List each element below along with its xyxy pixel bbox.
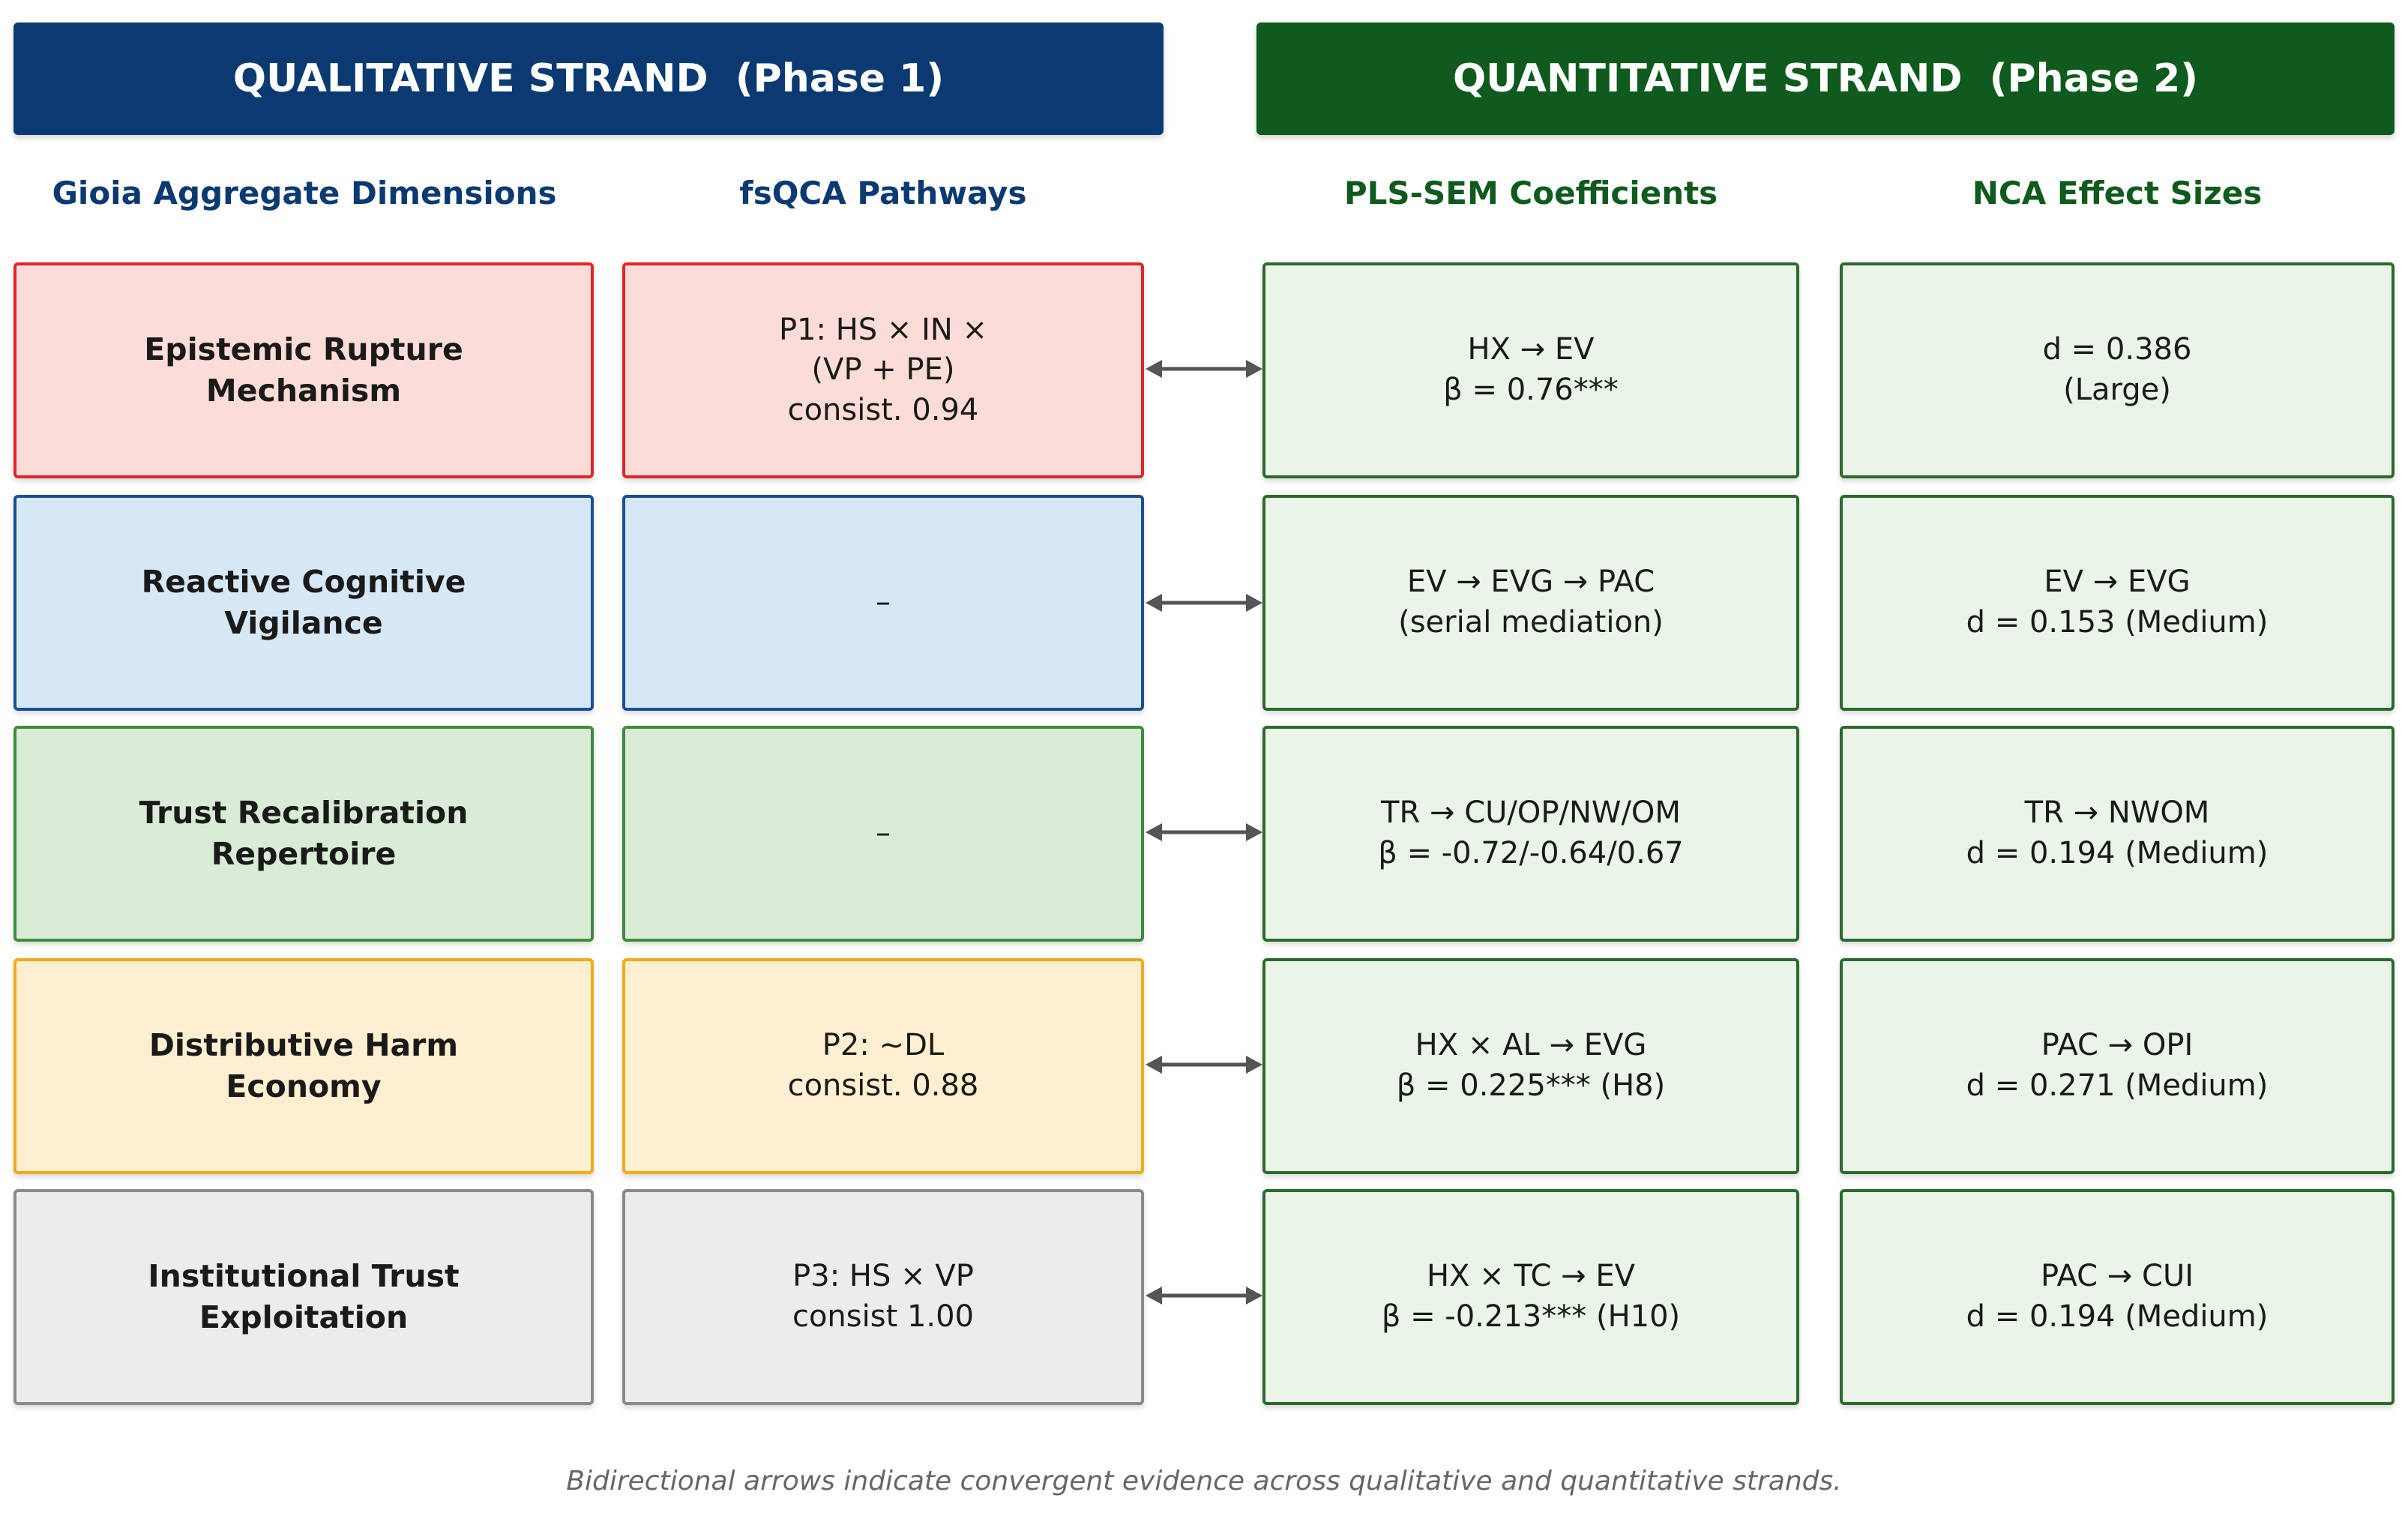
bidirectional-arrow-row-2 (1146, 594, 1262, 612)
bidirectional-arrow-row-5 (1146, 1287, 1262, 1305)
nca-box-row-4: PAC → OPI d = 0.271 (Medium) (1840, 958, 2395, 1174)
pls-sem-box-row-3: TR → CU/OP/NW/OM β = -0.72/-0.64/0.67 (1262, 726, 1799, 942)
bidirectional-arrow-row-3 (1146, 823, 1262, 841)
qualitative-strand-banner: QUALITATIVE STRAND (Phase 1) (13, 22, 1164, 135)
nca-box-row-5: PAC → CUI d = 0.194 (Medium) (1840, 1189, 2395, 1405)
pls-sem-box-row-5: HX × TC → EV β = -0.213*** (H10) (1262, 1189, 1799, 1405)
column-header-fsqca: fsQCA Pathways (739, 174, 1027, 211)
dimension-box-institutional-trust-exploitation: Institutional Trust Exploitation (13, 1189, 594, 1405)
fsqca-box-row-3: – (622, 726, 1144, 942)
dimension-box-distributive-harm-economy: Distributive Harm Economy (13, 958, 594, 1174)
fsqca-box-row-4: P2: ~DL consist. 0.88 (622, 958, 1144, 1174)
dimension-box-trust-recalibration-repertoire: Trust Recalibration Repertoire (13, 726, 594, 942)
quantitative-strand-banner: QUANTITATIVE STRAND (Phase 2) (1256, 22, 2395, 135)
nca-box-row-2: EV → EVG d = 0.153 (Medium) (1840, 495, 2395, 711)
pls-sem-box-row-1: HX → EV β = 0.76*** (1262, 262, 1799, 478)
pls-sem-box-row-2: EV → EVG → PAC (serial mediation) (1262, 495, 1799, 711)
column-header-gioia: Gioia Aggregate Dimensions (52, 174, 557, 211)
nca-box-row-3: TR → NWOM d = 0.194 (Medium) (1840, 726, 2395, 942)
pls-sem-box-row-4: HX × AL → EVG β = 0.225*** (H8) (1262, 958, 1799, 1174)
fsqca-box-row-5: P3: HS × VP consist 1.00 (622, 1189, 1144, 1405)
column-header-nca: NCA Effect Sizes (1972, 174, 2263, 211)
column-header-pls-sem: PLS-SEM Coefficients (1343, 174, 1718, 211)
figure-caption: Bidirectional arrows indicate convergent… (566, 1466, 1842, 1497)
bidirectional-arrow-row-4 (1146, 1056, 1262, 1074)
dimension-box-reactive-cognitive-vigilance: Reactive Cognitive Vigilance (13, 495, 594, 711)
bidirectional-arrow-row-1 (1146, 360, 1262, 378)
fsqca-box-row-2: – (622, 495, 1144, 711)
fsqca-box-row-1: P1: HS × IN × (VP + PE) consist. 0.94 (622, 262, 1144, 478)
dimension-box-epistemic-rupture: Epistemic Rupture Mechanism (13, 262, 594, 478)
nca-box-row-1: d = 0.386 (Large) (1840, 262, 2395, 478)
